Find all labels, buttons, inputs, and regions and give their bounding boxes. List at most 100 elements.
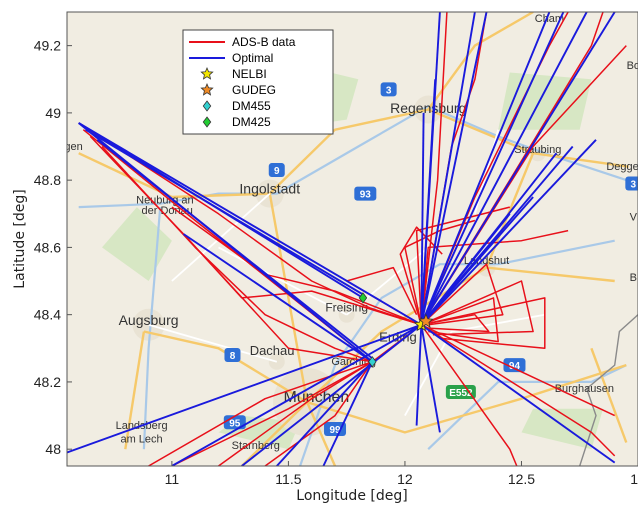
series-ads-b-data-line: [421, 297, 546, 350]
road-shield: [625, 176, 638, 191]
map-label: Regensburg: [390, 100, 466, 116]
series-optimal-line: [420, 213, 511, 326]
legend-diamond-swatch: [202, 116, 212, 128]
road-shield: [324, 422, 347, 437]
x-tick-label: 12.5: [508, 471, 535, 487]
series-optimal-line: [276, 361, 374, 466]
map-label: Deggend: [606, 161, 638, 173]
series-ads-b-data-line: [171, 361, 373, 466]
series-ads-b-data-line: [171, 206, 422, 326]
series-ads-b-data-line: [420, 280, 534, 336]
map-label: Starnberg: [232, 440, 280, 452]
map-label: B: [630, 272, 637, 284]
series-optimal-line: [420, 79, 437, 325]
road-shield-label: 3: [386, 85, 392, 96]
y-tick-label: 49.2: [34, 38, 61, 54]
series-optimal-line: [67, 323, 422, 454]
road-shield: [445, 385, 476, 400]
series-optimal-line: [420, 12, 551, 326]
series-ads-b-data-line: [420, 263, 504, 326]
map-road: [306, 401, 337, 466]
legend-label: NELBI: [232, 67, 267, 81]
y-tick-label: 48.4: [34, 307, 61, 323]
series-optimal-line: [171, 323, 422, 466]
series-ads-b-data-line: [420, 324, 616, 417]
series-ads-b-data-line: [420, 229, 569, 325]
map-label: Dachau: [250, 343, 295, 358]
map-park: [102, 207, 172, 281]
series-optimal-line: [420, 139, 597, 326]
series-ads-b-data-line: [399, 226, 443, 326]
map-label: Cham: [535, 13, 564, 25]
road-shield: [503, 358, 526, 373]
series-optimal-line: [420, 196, 534, 326]
point-dm425: [358, 292, 368, 304]
road-shield-label: 9: [274, 166, 280, 177]
series-optimal-line: [78, 122, 422, 326]
series-optimal-line: [420, 12, 565, 326]
map-label: Freising: [325, 300, 368, 314]
series-ads-b-data-line: [264, 361, 373, 466]
road-shield: [268, 163, 285, 178]
legend-diamond-swatch: [202, 100, 212, 112]
points-layer: [358, 292, 434, 368]
series-optimal-line: [96, 139, 373, 360]
series-optimal-line: [415, 324, 423, 426]
series-ads-b-data-line: [420, 324, 518, 466]
road-shield-label: 94: [509, 361, 521, 372]
map-minor-road: [404, 313, 545, 417]
legend-label: Optimal: [232, 51, 273, 65]
road-shield: [354, 186, 377, 201]
series-ads-b-data-line: [420, 12, 448, 325]
series-optimal-line: [420, 112, 425, 325]
series-ads-b-data-line: [101, 145, 373, 363]
point-gudeg: [418, 313, 434, 328]
x-tick-label: 11: [165, 471, 180, 487]
map-road: [427, 12, 534, 111]
series-optimal-line: [420, 12, 588, 326]
y-tick-label: 48: [45, 441, 61, 457]
legend-star-swatch: [200, 82, 214, 96]
series-optimal-line: [241, 324, 422, 466]
legend-label: DM425: [232, 115, 271, 129]
point-dm455: [368, 356, 377, 368]
map-minor-road: [218, 246, 348, 316]
road-shield-label: 8: [230, 351, 236, 362]
series-optimal-line: [182, 233, 373, 363]
legend-label: DM455: [232, 99, 271, 113]
map-label: ingen: [56, 141, 83, 153]
x-tick-label: 12: [397, 471, 413, 487]
series-optimal-line: [420, 12, 488, 325]
legend-box: [182, 29, 334, 135]
map-road: [143, 330, 627, 434]
plot-frame: [66, 11, 638, 467]
map-border: [579, 314, 638, 466]
road-shield: [224, 348, 241, 363]
map-urban-area: [132, 308, 165, 341]
x-tick-label: 11.5: [275, 471, 301, 487]
y-axis-label: Latitude [deg]: [12, 189, 28, 288]
map-label: Ingolstadt: [239, 181, 300, 197]
road-shield-label: 99: [329, 425, 341, 436]
map-road: [486, 266, 615, 283]
map-minor-road: [148, 323, 278, 363]
map-road: [240, 401, 308, 466]
series-optimal-line: [420, 12, 476, 325]
series-ads-b-data-line: [421, 313, 490, 333]
series-optimal-line: [420, 12, 616, 326]
map-road: [590, 347, 628, 443]
series-ads-b-data-line: [218, 361, 373, 466]
series-layer: [67, 12, 627, 466]
series-ads-b-data-line: [148, 360, 373, 466]
y-tick-label: 48.6: [34, 239, 61, 255]
legend-star-swatch: [200, 66, 214, 80]
road-shield-label: 95: [229, 418, 241, 429]
road-shield-label: 93: [360, 190, 372, 201]
series-ads-b-data-line: [420, 324, 616, 457]
map-labels: ChamRegensburgStraubingDeggendIngolstadt…: [56, 13, 638, 452]
y-tick-label: 48.8: [34, 172, 61, 188]
series-optimal-line: [85, 128, 364, 296]
series-optimal-line: [420, 324, 441, 433]
